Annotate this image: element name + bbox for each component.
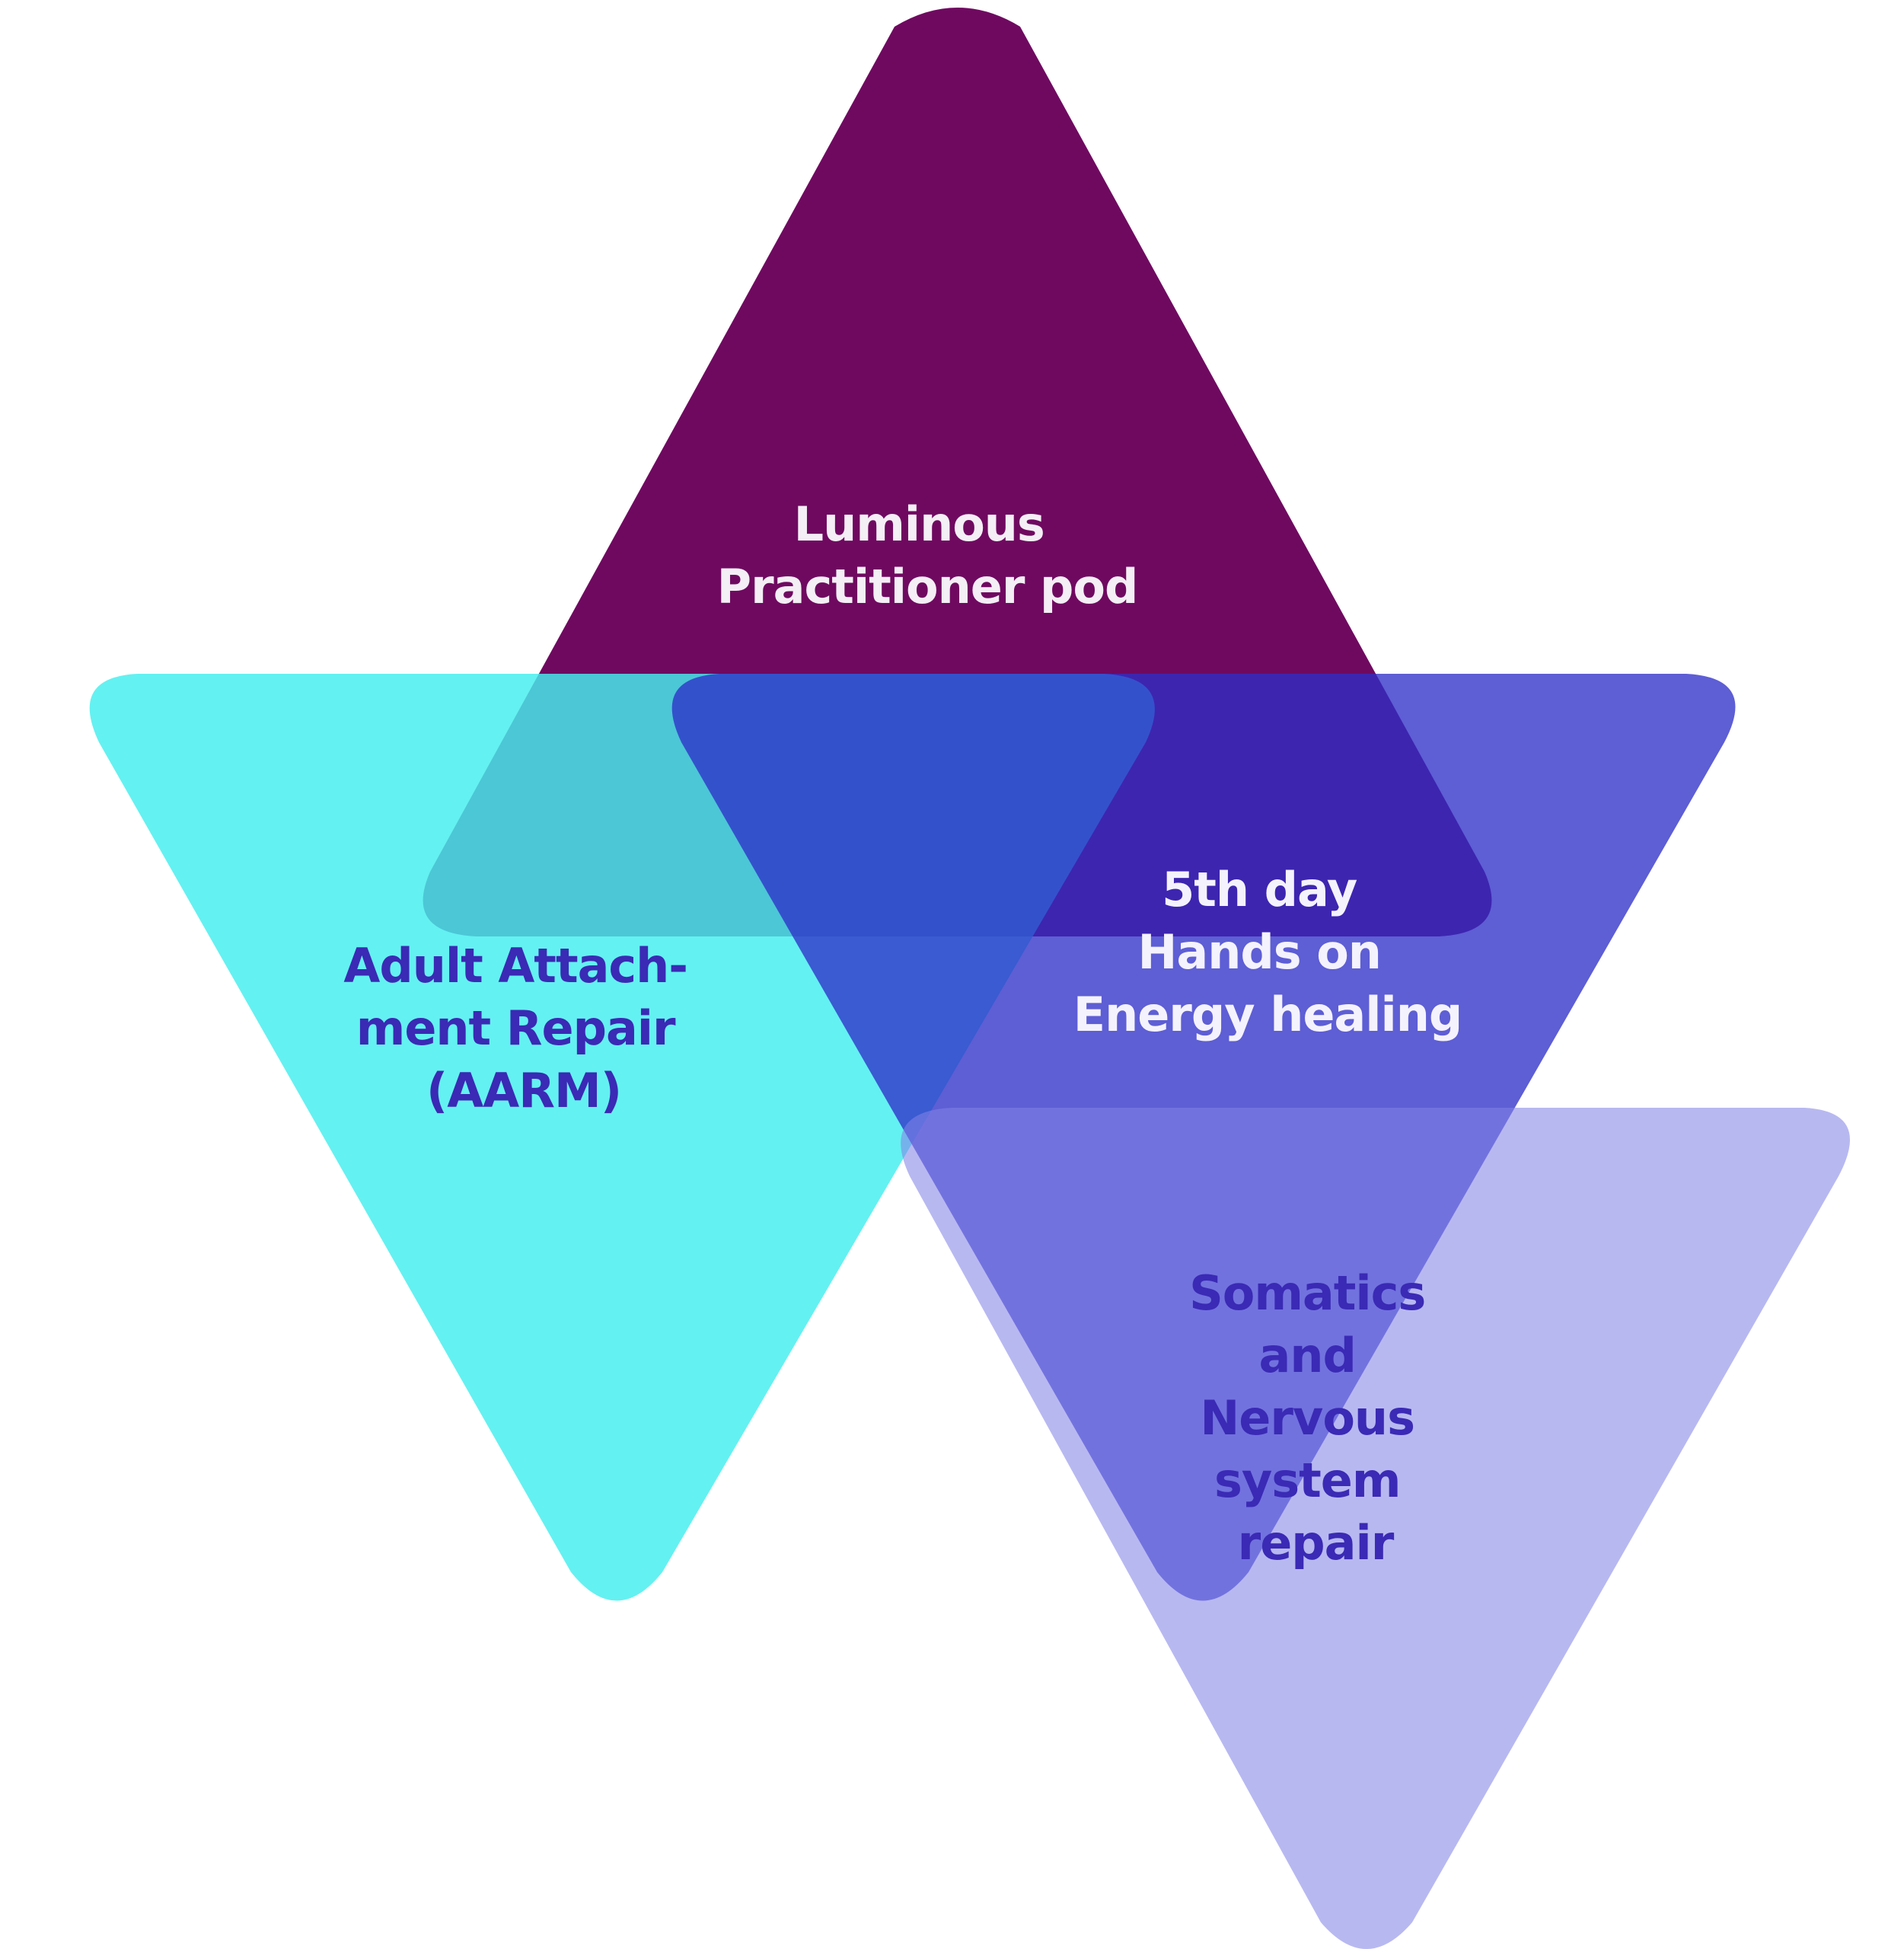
label-somatics-line-3: Nervous <box>1200 1390 1414 1446</box>
label-energy: 5th day Hands on Energy healing <box>1073 862 1462 1042</box>
label-somatics: Somatics and Nervous system repair <box>1189 1265 1442 1571</box>
label-aarm-line-2: ment Repair <box>356 1000 676 1056</box>
label-aarm-line-1: Adult Attach- <box>343 938 687 994</box>
label-luminous-line-2: Practitioner pod <box>717 559 1138 614</box>
label-aarm-line-3: (AARM) <box>426 1063 621 1118</box>
label-energy-line-3: Energy healing <box>1073 987 1462 1042</box>
label-luminous-line-1: Luminous <box>794 496 1044 552</box>
triangle-somatics <box>901 1108 1850 1949</box>
label-energy-line-1: 5th day <box>1162 862 1357 917</box>
label-energy-line-2: Hands on <box>1137 924 1380 980</box>
label-aarm: Adult Attach- ment Repair (AARM) <box>343 938 703 1118</box>
label-luminous: Luminous Practitioner pod <box>717 496 1138 614</box>
label-somatics-line-4: system <box>1214 1453 1401 1508</box>
label-somatics-line-5: repair <box>1238 1515 1395 1571</box>
label-somatics-line-1: Somatics <box>1189 1265 1425 1321</box>
label-somatics-line-2: and <box>1259 1328 1356 1383</box>
